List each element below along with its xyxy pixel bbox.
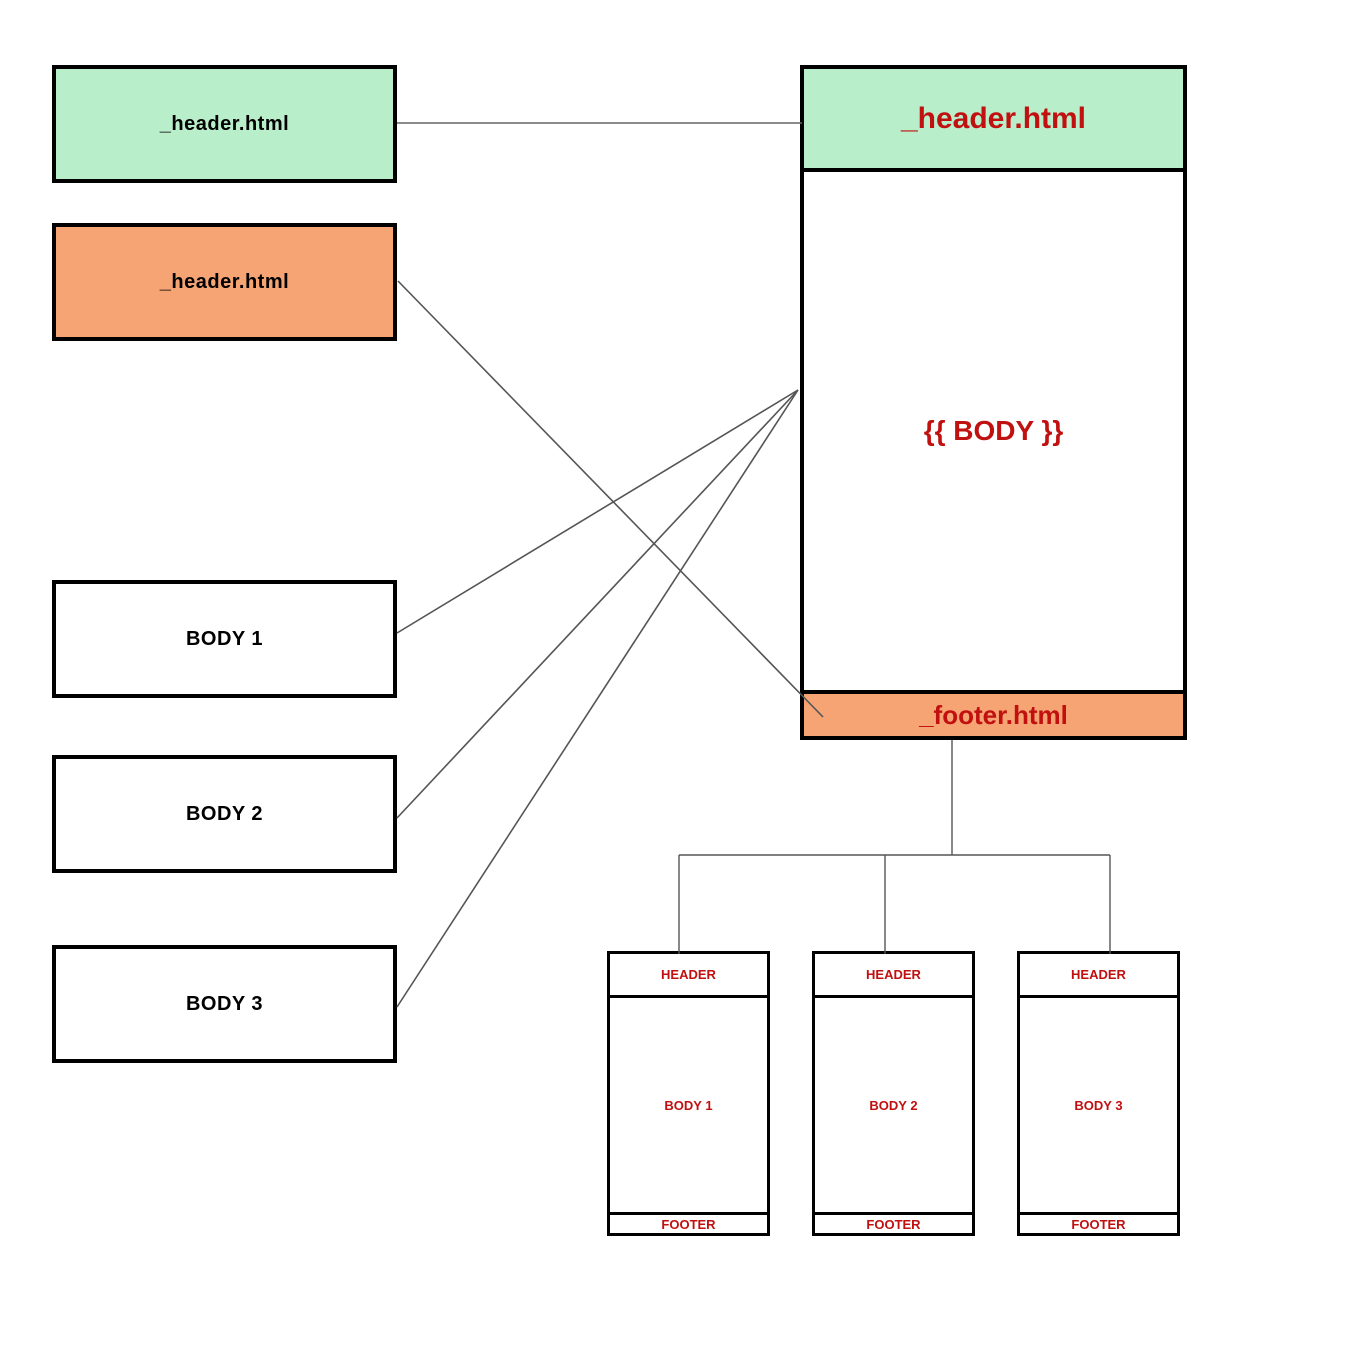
header-partial-file-label: _header.html <box>159 112 290 135</box>
body-source-box-1: BODY 1 <box>52 580 397 698</box>
footer-partial-file-label: _header.html <box>159 270 290 293</box>
page2-body: BODY 2 <box>869 1097 918 1113</box>
body-source-box-2: BODY 2 <box>52 755 397 873</box>
connector-body2-to-template <box>396 389 799 819</box>
connector-body1-to-template <box>396 389 799 634</box>
template-body-placeholder: {{ BODY }} <box>923 415 1064 446</box>
page2-footer: FOOTER <box>815 1212 972 1233</box>
template-header-slot: _header.html <box>804 69 1183 172</box>
body-source-label-2: BODY 2 <box>185 802 264 825</box>
body-source-label-1: BODY 1 <box>185 627 264 650</box>
page-box-1: HEADER BODY 1 FOOTER <box>607 951 770 1236</box>
page1-footer: FOOTER <box>610 1212 767 1233</box>
body-source-box-3: BODY 3 <box>52 945 397 1063</box>
header-partial-file-box: _header.html <box>52 65 397 183</box>
page2-header: HEADER <box>815 954 972 998</box>
template-body-slot: {{ BODY }} <box>804 172 1183 690</box>
page-box-2: HEADER BODY 2 FOOTER <box>812 951 975 1236</box>
page3-body: BODY 3 <box>1074 1097 1123 1113</box>
template-footer-slot: _footer.html <box>804 690 1183 736</box>
page3-header: HEADER <box>1020 954 1177 998</box>
page-box-3: HEADER BODY 3 FOOTER <box>1017 951 1180 1236</box>
template-header-label: _header.html <box>900 101 1087 135</box>
page1-body: BODY 1 <box>664 1097 713 1113</box>
connector-footer-partial-to-template <box>397 280 824 718</box>
footer-partial-file-box: _header.html <box>52 223 397 341</box>
template-footer-label: _footer.html <box>919 699 1068 730</box>
connector-body3-to-template <box>396 389 799 1008</box>
template-box: _header.html {{ BODY }} _footer.html <box>800 65 1187 740</box>
body-source-label-3: BODY 3 <box>185 992 264 1015</box>
page1-header: HEADER <box>610 954 767 998</box>
page3-footer: FOOTER <box>1020 1212 1177 1233</box>
